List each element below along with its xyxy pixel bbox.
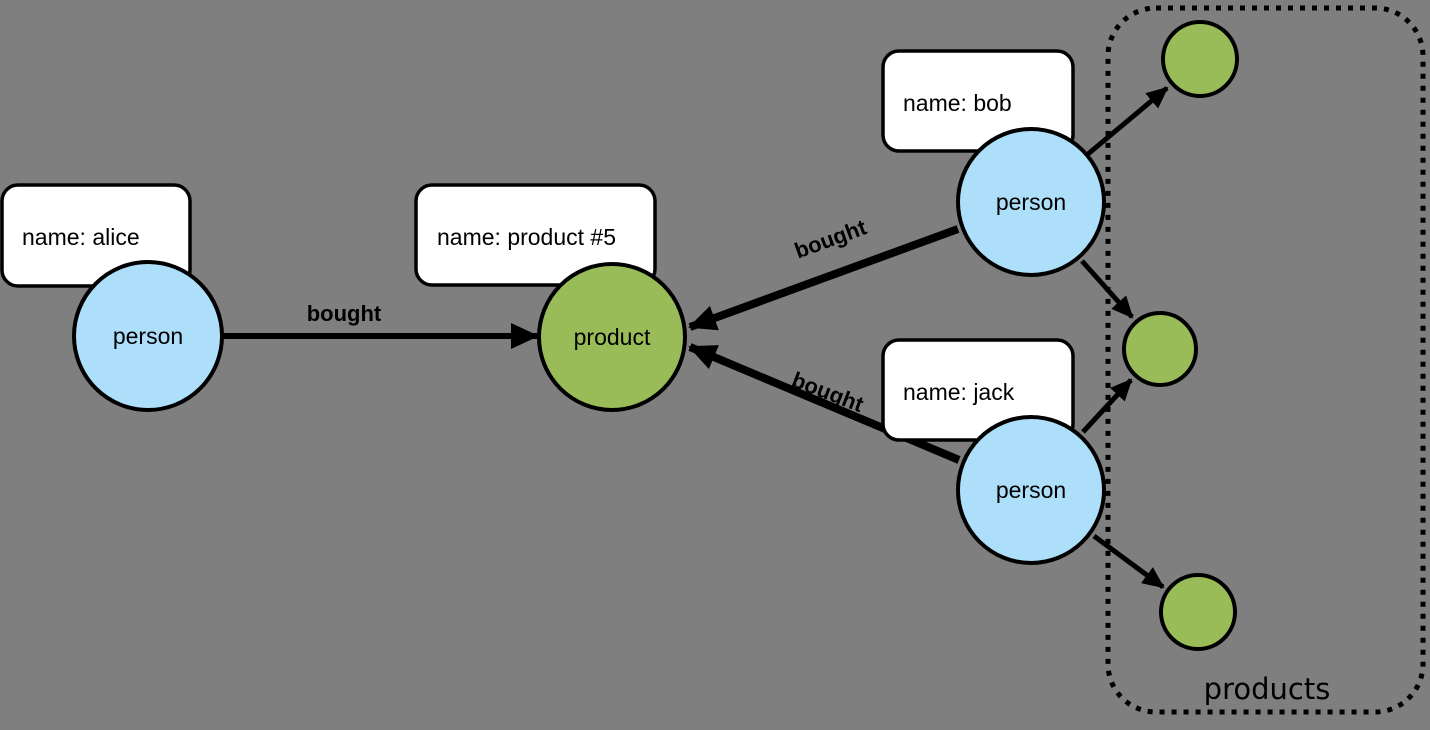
property-box-product5: name: product #5 (414, 183, 657, 287)
node-product-bottom (1159, 573, 1237, 651)
node-product-top (1161, 20, 1239, 98)
property-box (414, 183, 657, 287)
node-label: product (574, 324, 651, 350)
person-node-circle (72, 260, 224, 412)
edge-bob-top-product (1086, 86, 1169, 156)
node-label: person (113, 323, 183, 349)
node-person-bob: person (956, 127, 1106, 277)
property-text-product5: name: product #5 (437, 224, 616, 250)
edge-label-bought: bought (307, 301, 382, 326)
edge-alice-bought-product: bought (222, 301, 539, 349)
edge-jack-bottom-product (1092, 533, 1165, 590)
products-group-label: products (1204, 672, 1331, 706)
products-group: products (1105, 5, 1426, 715)
property-box-jack: name: jack (881, 338, 1075, 442)
node-label: person (996, 189, 1066, 215)
property-text-alice: name: alice (22, 224, 140, 250)
node-person-alice: person (72, 260, 224, 412)
node-product-middle (1122, 311, 1198, 387)
edge-jack-middle-product (1081, 378, 1133, 434)
person-node-circle (956, 415, 1106, 565)
edge-line (688, 225, 960, 331)
property-box-bob: name: bob (881, 49, 1075, 153)
node-product-5: product (537, 262, 687, 412)
edge-bob-middle-product (1080, 259, 1134, 319)
property-text-jack: name: jack (903, 379, 1015, 405)
person-node-circle (956, 127, 1106, 277)
property-text-bob: name: bob (903, 90, 1012, 116)
product-node-circle (537, 262, 687, 412)
node-person-jack: person (956, 415, 1106, 565)
products-group-outline (1105, 5, 1426, 715)
node-label: person (996, 477, 1066, 503)
